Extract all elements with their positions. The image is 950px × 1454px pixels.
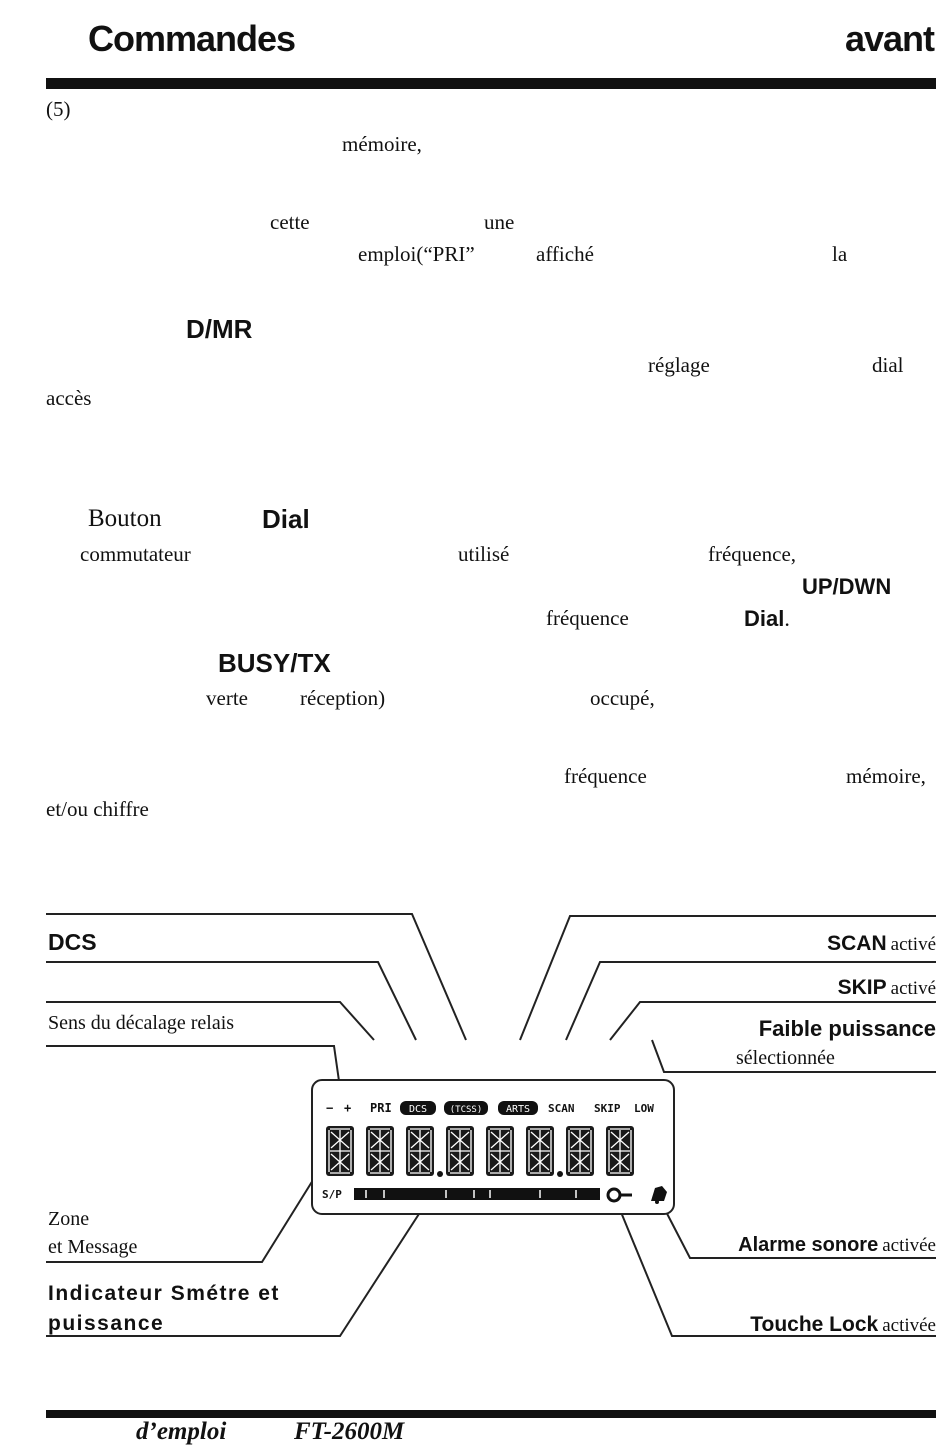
lcd-digit [566, 1126, 594, 1176]
lcd-minus: − [326, 1101, 333, 1115]
label-zone: Zone [48, 1208, 90, 1230]
lcd-decimal-point [557, 1171, 563, 1177]
smeter-bar [354, 1188, 600, 1200]
leader-line [46, 1171, 319, 1263]
text-fragment: commutateur [80, 542, 191, 566]
lcd-digit [606, 1126, 634, 1176]
page-title: Commandes [88, 18, 296, 59]
svg-text:(TCSS): (TCSS) [450, 1105, 483, 1115]
updwn-label: UP/DWN [802, 574, 892, 599]
label-sens: Sens du décalage relais [48, 1012, 235, 1034]
label-lock: Touche Lock activée [750, 1313, 936, 1336]
leader-line [46, 1199, 429, 1337]
text-fragment: une [484, 210, 515, 234]
text-fragment: et/ou chiffre [46, 797, 149, 821]
lcd-sp: S/P [322, 1188, 342, 1201]
dmr-heading: D/MR [186, 314, 253, 344]
lcd-digit [326, 1126, 354, 1176]
footer-rule [46, 1410, 936, 1418]
lcd-digits [326, 1126, 634, 1177]
text-fragment: fréquence [546, 606, 629, 630]
lcd-arts-badge: ARTS [498, 1101, 538, 1115]
leader-line [565, 961, 936, 1041]
bell-icon [651, 1186, 667, 1204]
lcd-digit [526, 1126, 554, 1176]
page-title-right: avant [844, 18, 935, 59]
text-fragment: fréquence [564, 764, 647, 788]
text-fragment: verte [206, 686, 248, 710]
leader-line [46, 961, 417, 1041]
leader-line [651, 1039, 936, 1073]
text-fragment: la [832, 242, 848, 266]
leader-line [609, 1001, 936, 1041]
lcd-low: LOW [634, 1102, 654, 1115]
text-fragment: fréquence, [708, 542, 797, 566]
lcd-tcss-badge: (TCSS) [444, 1101, 488, 1115]
dial-heading: Dial [262, 504, 310, 534]
text-fragment: emploi(“PRI” [358, 242, 475, 266]
lcd-skip: SKIP [594, 1102, 621, 1115]
busytx-heading: BUSY/TX [218, 648, 331, 678]
leader-line [615, 1199, 936, 1337]
label-scan: SCAN activé [827, 932, 936, 955]
item-number: (5) [46, 97, 71, 121]
label-faible: Faible puissance [758, 1016, 936, 1041]
leader-line [519, 915, 936, 1041]
text-fragment: occupé, [590, 686, 655, 710]
lcd-digit [446, 1126, 474, 1176]
label-zone-message: et Message [48, 1236, 138, 1258]
leader-line [46, 913, 467, 1041]
smeter-ticks [365, 1190, 577, 1198]
label-skip: SKIP activé [837, 976, 936, 999]
lcd-digit [366, 1126, 394, 1176]
lcd-scan: SCAN [548, 1102, 575, 1115]
text-fragment: cette [270, 210, 310, 234]
lcd-digit [406, 1126, 434, 1176]
text-fragment: réception) [300, 686, 386, 710]
leader-line [46, 1045, 341, 1089]
bouton-word: Bouton [88, 505, 162, 532]
text-fragment: mémoire, [342, 132, 422, 156]
text-fragment: affiché [536, 242, 594, 266]
footer-model: FT-2600M [294, 1418, 405, 1445]
label-smetre: Indicateur Smétre et [48, 1282, 280, 1305]
lcd-diagram: − + PRI DCS (TCSS) ARTS SCAN SKIP LOW S/… [46, 913, 936, 1337]
leader-line [46, 1001, 375, 1041]
text-fragment: dial [872, 353, 904, 377]
dial-inline: Dial. [744, 606, 790, 631]
label-selection: sélectionnée [736, 1047, 835, 1069]
lcd-digit [486, 1126, 514, 1176]
text-fragment: réglage [648, 353, 710, 377]
header-rule [46, 78, 936, 89]
label-dcs: DCS [48, 929, 97, 955]
text-fragment: accès [46, 386, 92, 410]
leader-line [659, 1199, 936, 1259]
lcd-plus: + [344, 1101, 351, 1115]
lcd-decimal-point [437, 1171, 443, 1177]
key-icon [606, 1187, 632, 1203]
svg-text:ARTS: ARTS [506, 1104, 530, 1115]
label-puissance: puissance [48, 1312, 165, 1335]
lcd-pri: PRI [370, 1101, 392, 1115]
text-fragment: mémoire, [846, 764, 926, 788]
label-alarme: Alarme sonore activée [738, 1234, 936, 1256]
lcd-dcs-badge: DCS [400, 1101, 436, 1115]
svg-text:DCS: DCS [409, 1104, 427, 1115]
footer-text: d’emploi [136, 1418, 227, 1445]
text-fragment: utilisé [458, 542, 510, 566]
